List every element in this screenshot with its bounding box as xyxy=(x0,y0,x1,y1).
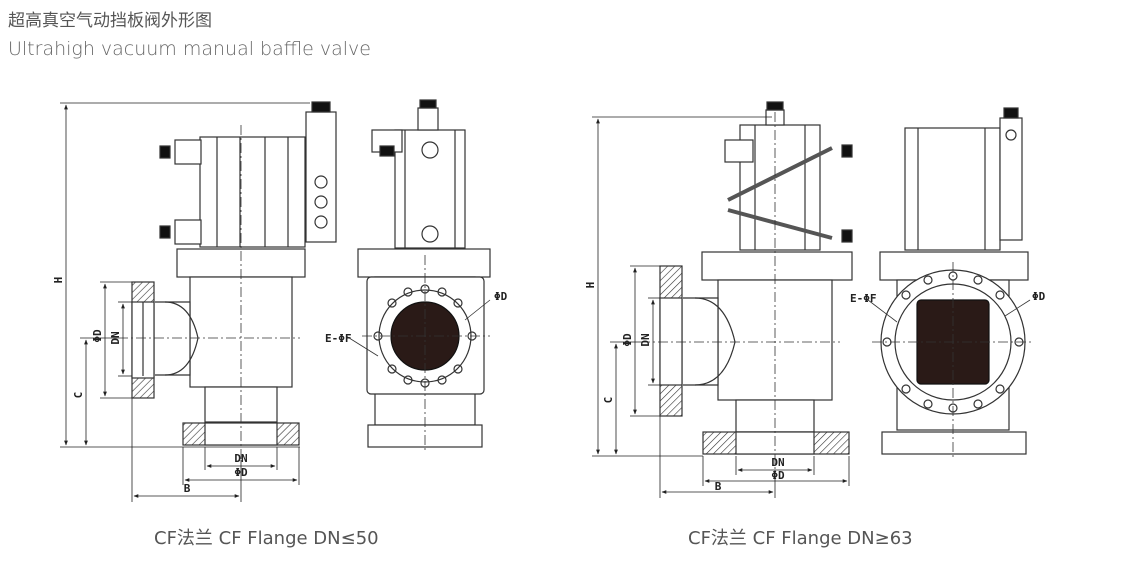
front-view-left xyxy=(118,101,337,460)
label-bottom-DN-right: DN xyxy=(771,456,784,469)
label-B-left: B xyxy=(184,482,191,495)
label-C-left: C xyxy=(72,392,85,399)
bolt-holes-left xyxy=(373,284,477,388)
side-view-left xyxy=(345,99,491,452)
dimensions-left xyxy=(60,102,310,502)
label-side-phiD-left: ΦD xyxy=(494,290,508,303)
title-chinese: 超高真空气动挡板阀外形图 xyxy=(8,11,212,31)
label-H-left: H xyxy=(52,277,65,284)
caption-left: CF法兰 CF Flange DN≤50 xyxy=(154,528,379,549)
label-phiD-right: ΦD xyxy=(621,333,634,347)
dimensions-right xyxy=(592,116,850,498)
label-phiD-left: ΦD xyxy=(91,329,104,343)
label-C-right: C xyxy=(602,397,615,404)
label-DN-right: DN xyxy=(639,333,652,346)
drawing-left xyxy=(60,99,491,502)
label-bottom-DN-left: DN xyxy=(234,452,247,465)
label-H-right: H xyxy=(584,282,597,289)
label-bottom-phiD-left: ΦD xyxy=(234,466,248,479)
bolt-holes-right xyxy=(882,271,1024,413)
label-B-right: B xyxy=(715,480,722,493)
label-side-phiD-right: ΦD xyxy=(1032,290,1046,303)
caption-right: CF法兰 CF Flange DN≥63 xyxy=(688,528,913,549)
front-view-right xyxy=(640,101,853,470)
title-english: Ultrahigh vacuum manual baffle valve xyxy=(8,38,371,60)
label-DN-left: DN xyxy=(109,331,122,344)
drawing-right xyxy=(592,101,1034,498)
label-holes-left: E-ΦF xyxy=(325,332,352,345)
side-view-right xyxy=(867,107,1034,460)
label-holes-right: E-ΦF xyxy=(850,292,877,305)
label-bottom-phiD-right: ΦD xyxy=(771,469,785,482)
